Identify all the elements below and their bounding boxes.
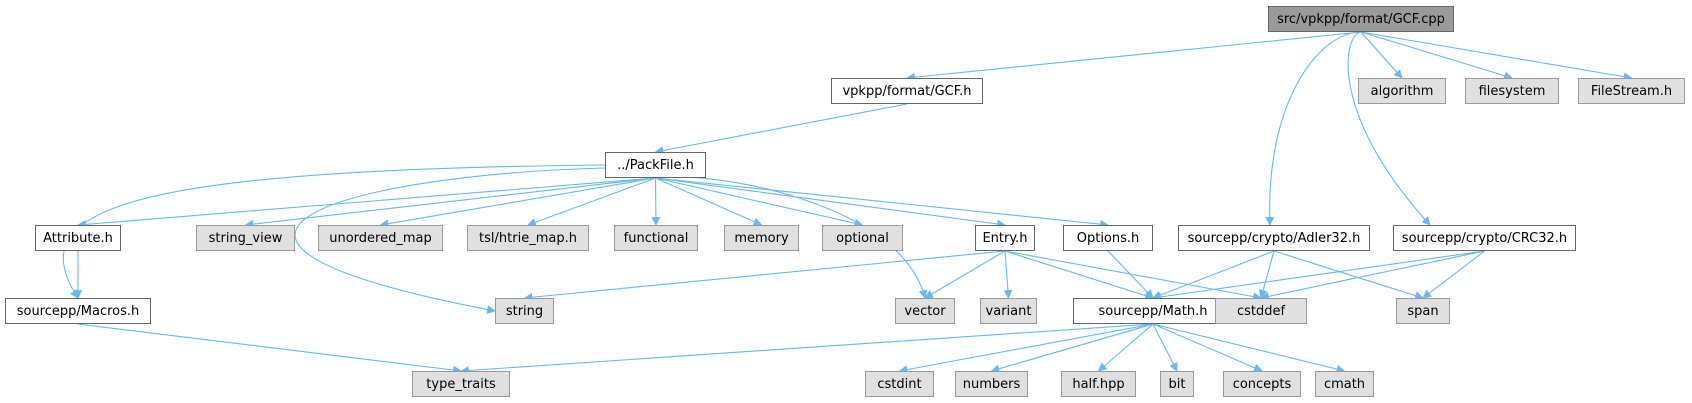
edge-crc-to-span — [1422, 250, 1485, 299]
node-functional: functional — [614, 225, 698, 251]
edge-entry-to-vector — [924, 250, 1006, 299]
edge-packfile-to-macros — [62, 164, 606, 299]
edge-math-to-concepts — [1152, 323, 1263, 372]
node-htrie-map-h: tsl/htrie_map.h — [467, 225, 589, 251]
node-type-traits: type_traits — [412, 371, 510, 397]
node-variant: variant — [980, 298, 1037, 324]
edge-packfile-to-htrie — [527, 177, 656, 227]
edge-math-to-numbers — [990, 323, 1154, 374]
node-math-h[interactable]: sourcepp/Math.h — [1073, 298, 1233, 324]
edge-gcf_cpp-to-crc — [1347, 31, 1431, 226]
edge-packfile-to-options — [655, 177, 1109, 229]
edge-adler-to-span — [1273, 250, 1424, 300]
node-macros-h[interactable]: sourcepp/Macros.h — [5, 298, 151, 324]
edge-packfile-to-memory — [655, 177, 763, 226]
edge-adler-to-cstddef — [1258, 250, 1275, 299]
edge-entry-to-variant — [1003, 250, 1013, 299]
node-attribute-h[interactable]: Attribute.h — [35, 225, 121, 251]
node-bit: bit — [1160, 371, 1194, 397]
edge-packfile-to-optional — [655, 177, 864, 228]
node-crc32-h[interactable]: sourcepp/crypto/CRC32.h — [1393, 225, 1576, 251]
node-concepts: concepts — [1223, 371, 1301, 397]
node-filesystem: filesystem — [1465, 78, 1559, 104]
node-memory: memory — [724, 225, 799, 251]
node-string-view: string_view — [196, 225, 295, 251]
edge-packfile-to-unordered_map — [379, 177, 656, 229]
edge-math-to-half — [1097, 323, 1154, 372]
edge-packfile-to-string — [294, 167, 606, 314]
node-gcf-h[interactable]: vpkpp/format/GCF.h — [831, 78, 983, 104]
node-cstdint: cstdint — [865, 371, 934, 397]
node-unordered-map: unordered_map — [318, 225, 443, 251]
node-numbers: numbers — [955, 371, 1028, 397]
node-packfile-h[interactable]: ../PackFile.h — [605, 152, 706, 178]
edge-packfile-to-attribute — [77, 177, 656, 229]
edge-entry-to-string — [523, 250, 1006, 302]
edge-gcf_cpp-to-adler — [1265, 31, 1362, 226]
node-entry-h[interactable]: Entry.h — [975, 225, 1035, 251]
node-vector: vector — [895, 298, 955, 324]
edge-options-to-math — [1107, 250, 1154, 299]
edge-adler-to-math — [1152, 250, 1275, 300]
node-optional: optional — [822, 225, 903, 251]
node-string: string — [495, 298, 554, 324]
edge-packfile-to-functional — [651, 177, 661, 226]
edge-macros-to-type_traits — [77, 323, 462, 375]
edges — [62, 31, 1633, 375]
edge-gcf_cpp-to-filesystem — [1360, 31, 1513, 80]
edge-math-to-bit — [1152, 323, 1178, 372]
edge-entry-to-cstddef — [1004, 250, 1262, 301]
edge-math-to-cmath — [1152, 323, 1346, 374]
node-span: span — [1396, 298, 1450, 324]
node-algorithm: algorithm — [1358, 78, 1446, 104]
edge-math-to-type_traits — [460, 323, 1154, 375]
edge-crc-to-cstddef — [1260, 250, 1485, 301]
edge-math-to-cstdint — [898, 323, 1154, 374]
node-options-h[interactable]: Options.h — [1063, 225, 1153, 251]
edge-gcf_cpp-to-algorithm — [1360, 31, 1403, 79]
node-adler32-h[interactable]: sourcepp/crypto/Adler32.h — [1178, 225, 1370, 251]
edge-entry-to-math — [1004, 250, 1154, 300]
node-cstddef: cstddef — [1215, 298, 1307, 324]
edge-gcf_h-to-packfile — [654, 103, 908, 155]
edge-gcf_cpp-to-filestream — [1360, 31, 1633, 82]
edge-gcf_cpp-to-gcf_h — [906, 31, 1362, 82]
node-cmath: cmath — [1315, 371, 1374, 397]
node-half-hpp: half.hpp — [1061, 371, 1136, 397]
node-gcf-cpp[interactable]: src/vpkpp/format/GCF.cpp — [1268, 6, 1454, 32]
node-filestream-h: FileStream.h — [1578, 78, 1685, 104]
edge-packfile-to-string_view — [244, 177, 656, 229]
edge-packfile-to-entry — [655, 177, 1006, 229]
edge-crc-to-math — [1152, 250, 1485, 302]
